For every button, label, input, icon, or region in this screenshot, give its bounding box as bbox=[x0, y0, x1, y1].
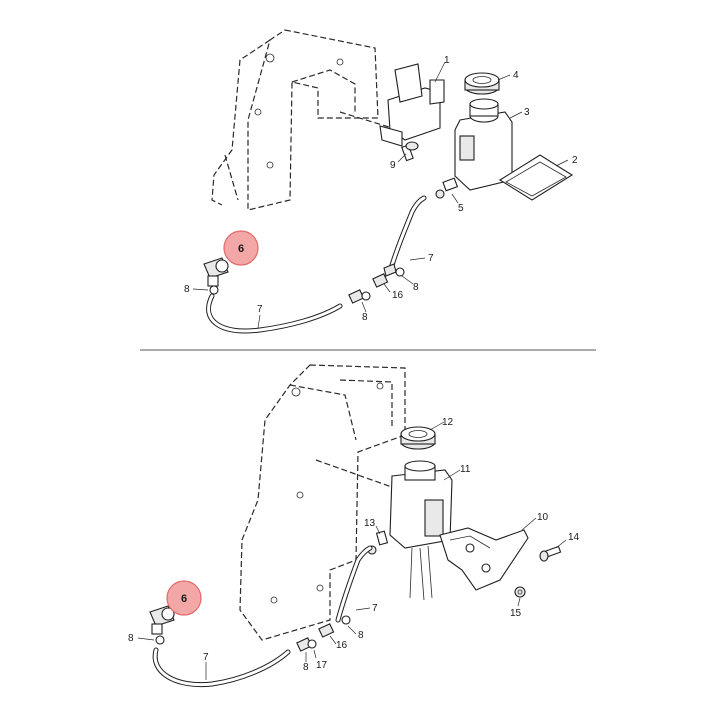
callout-8c-bottom: 8 bbox=[358, 630, 364, 641]
leader-7a-bottom bbox=[355, 607, 371, 611]
leader-1 bbox=[434, 61, 446, 83]
part-fitting-5 bbox=[435, 177, 459, 199]
leader-5 bbox=[451, 193, 459, 204]
callout-8a-top: 8 bbox=[184, 284, 190, 295]
callout-1: 1 bbox=[444, 55, 450, 66]
leader-11 bbox=[443, 469, 461, 481]
callout-8a-bottom: 8 bbox=[128, 633, 134, 644]
callout-9: 9 bbox=[390, 160, 396, 171]
leader-12 bbox=[429, 421, 445, 431]
callout-14: 14 bbox=[568, 532, 580, 543]
part-reservoir-11 bbox=[389, 460, 453, 601]
highlight-circle-6-top bbox=[223, 230, 259, 266]
hose-top bbox=[206, 195, 427, 334]
callout-8c-top: 8 bbox=[413, 282, 419, 293]
leader-8b-top bbox=[361, 301, 367, 313]
connectors-top bbox=[209, 263, 405, 304]
callout-8b-bottom: 8 bbox=[303, 662, 309, 673]
callout-16-bottom: 16 bbox=[336, 640, 348, 651]
leader-17-bottom bbox=[313, 649, 317, 659]
leader-8c-bottom bbox=[347, 625, 357, 635]
leader-7a-top bbox=[409, 257, 426, 261]
leader-4 bbox=[497, 74, 511, 81]
leader-14 bbox=[555, 539, 567, 549]
part-nozzle-6 bbox=[203, 257, 229, 287]
callout-7b-top: 7 bbox=[257, 304, 263, 315]
leader-13 bbox=[375, 525, 381, 535]
leader-8c-top bbox=[401, 275, 414, 285]
highlight-circle-6-bottom bbox=[166, 580, 202, 616]
callout-7b-bottom: 7 bbox=[203, 652, 209, 663]
callout-7a-top: 7 bbox=[428, 253, 434, 264]
callout-3: 3 bbox=[524, 107, 530, 118]
callout-6-top: 6 bbox=[238, 243, 244, 255]
leader-15 bbox=[517, 597, 521, 607]
callout-2: 2 bbox=[572, 155, 578, 166]
part-strap-2 bbox=[498, 154, 574, 201]
leader-16-top bbox=[383, 283, 391, 293]
callout-13: 13 bbox=[364, 518, 376, 529]
leader-8a-bottom bbox=[137, 637, 155, 641]
connectors-bottom bbox=[155, 615, 351, 652]
hose-bottom bbox=[152, 545, 373, 688]
leader-10 bbox=[521, 517, 537, 531]
frame-outline-bottom bbox=[239, 364, 406, 641]
frame-outline-top bbox=[211, 29, 393, 211]
callout-5: 5 bbox=[458, 203, 464, 214]
bottom-exploded-view: 6 12 11 10 14 15 13 7 7 8 8 8 16 17 bbox=[128, 364, 580, 688]
part-bolt-9 bbox=[401, 141, 419, 162]
callout-15: 15 bbox=[510, 608, 522, 619]
part-cap-4 bbox=[464, 72, 500, 95]
part-reservoir-3 bbox=[454, 98, 513, 191]
callout-16-top: 16 bbox=[392, 290, 404, 301]
callout-4: 4 bbox=[513, 70, 519, 81]
part-bolt-14 bbox=[539, 545, 562, 562]
part-nut-15 bbox=[514, 586, 526, 598]
part-bracket-10 bbox=[439, 527, 529, 591]
leader-9 bbox=[397, 153, 407, 163]
part-nozzle-6-bottom bbox=[149, 605, 175, 635]
leader-16-bottom bbox=[329, 635, 337, 645]
part-fitting-13 bbox=[367, 530, 389, 555]
callout-12: 12 bbox=[442, 417, 454, 428]
callout-11: 11 bbox=[460, 464, 471, 475]
callout-7a-bottom: 7 bbox=[372, 603, 378, 614]
callout-6-bottom: 6 bbox=[181, 593, 187, 605]
leader-3 bbox=[509, 111, 523, 119]
top-exploded-view: 6 1 4 3 2 5 9 7 7 8 8 8 16 bbox=[184, 29, 578, 334]
callout-8b-top: 8 bbox=[362, 312, 368, 323]
callout-10: 10 bbox=[537, 512, 549, 523]
leader-7b-top bbox=[257, 314, 261, 329]
part-cap-12 bbox=[400, 426, 436, 450]
leader-2 bbox=[555, 159, 569, 167]
part-bracket-1 bbox=[379, 63, 445, 147]
leader-8a-top bbox=[192, 288, 209, 291]
callout-17-bottom: 17 bbox=[316, 660, 328, 671]
